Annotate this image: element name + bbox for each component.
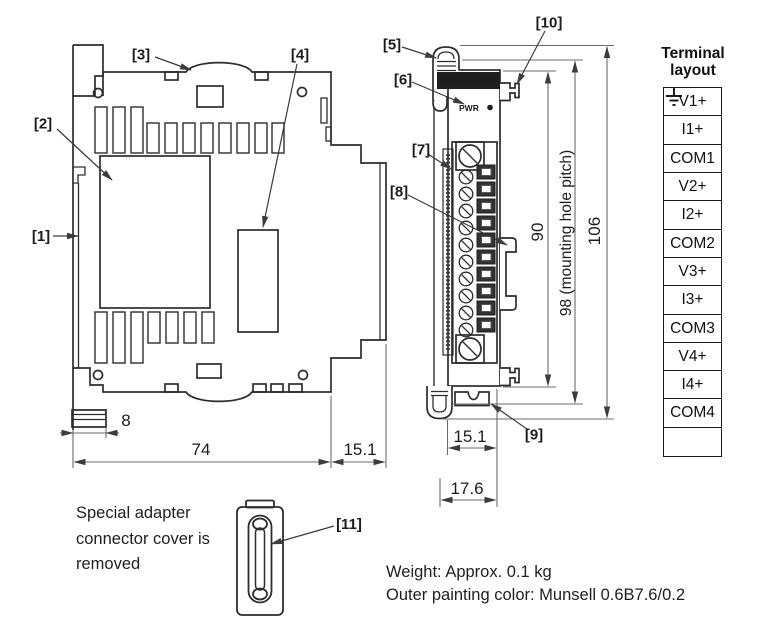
din-rail-latch bbox=[454, 391, 490, 407]
paint-color-note: Outer painting color: Munsell 0.6B7.6/0.… bbox=[386, 586, 686, 604]
callout-2: [2] bbox=[34, 116, 52, 133]
dim-side-depth: 15.1 bbox=[343, 440, 376, 459]
side-view bbox=[71, 44, 387, 430]
dim-mounting-hole-pitch: 98 (mounting hole pitch) bbox=[558, 150, 575, 316]
dim-body-height: 90 bbox=[528, 223, 547, 242]
connector-note-line2: connector cover is bbox=[76, 529, 210, 548]
dim-total-height: 106 bbox=[585, 217, 604, 245]
terminal-cell: I2+ bbox=[663, 200, 722, 231]
terminal-cell: I1+ bbox=[663, 115, 722, 146]
terminal-layout-title-line2: layout bbox=[670, 62, 716, 79]
callout-1: [1] bbox=[32, 228, 50, 245]
adapter-fixing-clamp-top bbox=[500, 82, 520, 102]
model-label: FX5-4AD-ADP bbox=[440, 77, 497, 87]
callout-11: [11] bbox=[336, 516, 362, 533]
callout-leaders bbox=[53, 30, 546, 545]
connector-note-line1: Special adapter bbox=[76, 504, 191, 522]
terminal-cell: V3+ bbox=[663, 256, 722, 287]
power-led-icon bbox=[487, 104, 493, 111]
dimension-lines bbox=[60, 44, 614, 507]
callout-4: [4] bbox=[291, 47, 309, 64]
callout-10: [10] bbox=[536, 15, 563, 32]
callout-3: [3] bbox=[132, 47, 150, 64]
terminal-layout-title: Terminal layout bbox=[648, 45, 738, 79]
model-label-plate bbox=[437, 72, 500, 89]
dim-front-width: 15.1 bbox=[453, 427, 486, 446]
adapter-connector-view bbox=[236, 499, 284, 616]
bottom-hook bbox=[426, 386, 453, 420]
side-connector-bracket bbox=[500, 237, 517, 311]
connector-note: Special adapter connector cover is remov… bbox=[76, 501, 210, 578]
callout-6: [6] bbox=[394, 72, 412, 89]
dim-front-total-width: 17.6 bbox=[450, 479, 483, 498]
terminal-layout-table: V1+ I1+ COM1 V2+ I2+ COM2 V3+ I3+ COM3 V… bbox=[663, 87, 722, 457]
callout-9: [9] bbox=[525, 427, 543, 444]
vent-slots-bottom bbox=[94, 311, 215, 364]
dim-din-tab-width: 8 bbox=[121, 411, 130, 430]
terminal-block bbox=[442, 141, 498, 364]
side-connector-panel bbox=[237, 229, 279, 333]
connector-note-line3: removed bbox=[76, 555, 141, 573]
front-view bbox=[426, 46, 520, 420]
vent-slots-top bbox=[94, 106, 285, 154]
terminal-cell: COM2 bbox=[663, 228, 722, 259]
terminal-cell: V4+ bbox=[663, 341, 722, 372]
terminal-cell: V2+ bbox=[663, 171, 722, 202]
callout-5: [5] bbox=[383, 37, 401, 54]
terminal-cell: COM4 bbox=[663, 398, 722, 429]
adapter-fixing-clamp-bottom bbox=[500, 367, 520, 387]
terminal-cell: COM3 bbox=[663, 313, 722, 344]
terminal-cell-ground bbox=[663, 88, 722, 457]
side-label-panel bbox=[99, 155, 211, 309]
terminal-name-strip bbox=[442, 148, 454, 356]
terminal-cell: V1+ bbox=[663, 87, 722, 117]
unit-note: Unit: mm bbox=[642, 0, 707, 4]
terminal-layout-title-line1: Terminal bbox=[661, 45, 725, 62]
terminal-cell: COM1 bbox=[663, 143, 722, 174]
earth-ground-icon bbox=[666, 88, 682, 106]
dim-body-width: 74 bbox=[192, 440, 211, 459]
callout-8: [8] bbox=[390, 184, 408, 201]
callout-7: [7] bbox=[412, 142, 430, 159]
weight-note: Weight: Approx. 0.1 kg bbox=[386, 563, 552, 581]
terminal-cell: I3+ bbox=[663, 285, 722, 316]
power-led-label: PWR bbox=[459, 103, 479, 113]
terminal-cell: I4+ bbox=[663, 370, 722, 401]
